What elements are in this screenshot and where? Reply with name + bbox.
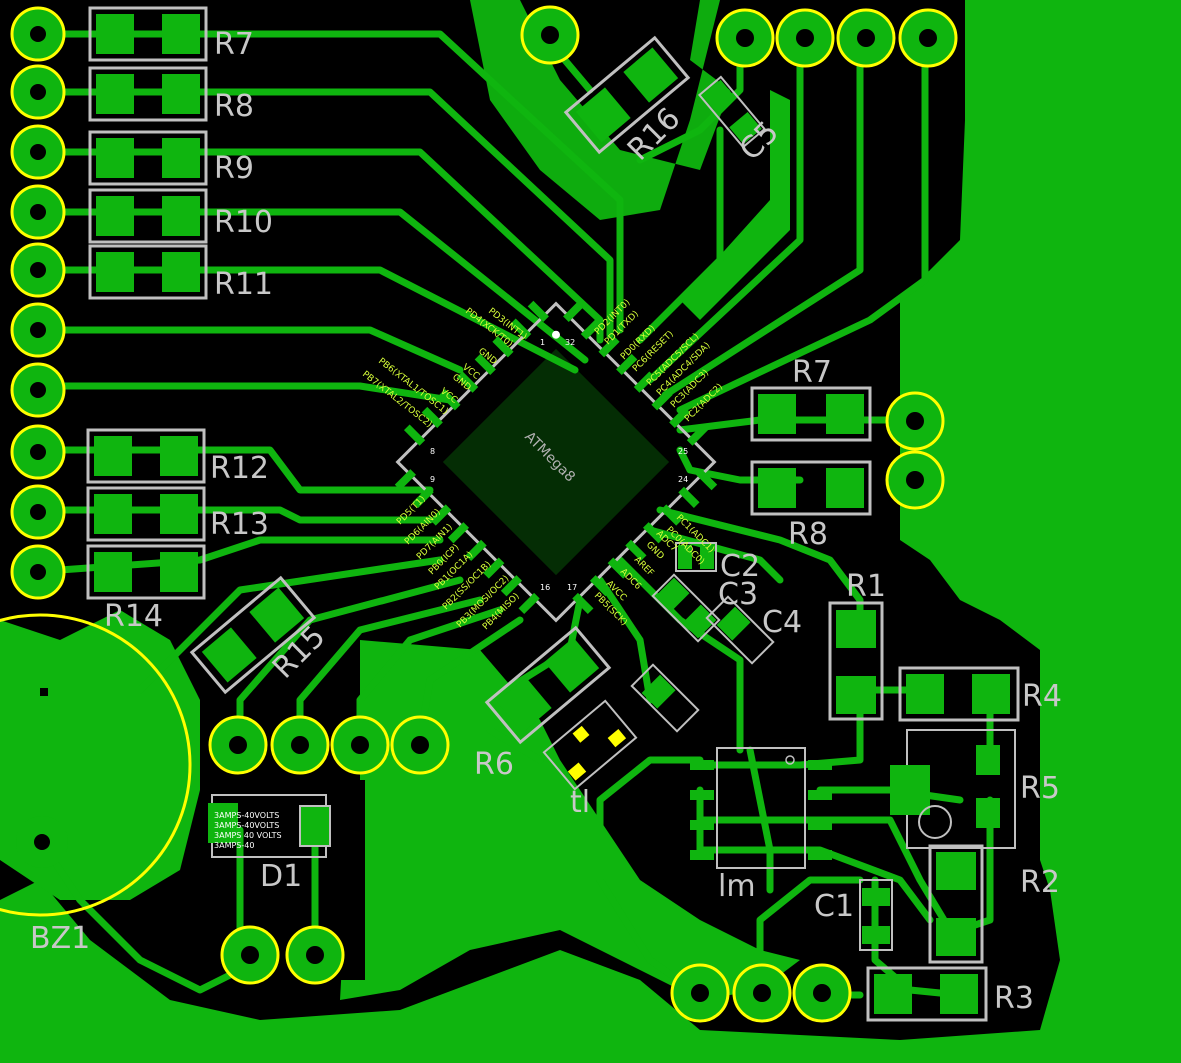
- label-r12: R12: [210, 451, 269, 486]
- capacitor-near-lm: [630, 663, 700, 733]
- capacitor-c5: [698, 75, 766, 149]
- resistor-r7-right: [750, 386, 872, 442]
- label-tl: tl: [570, 785, 590, 820]
- capacitor-c4: [705, 595, 775, 665]
- traces: [36, 30, 994, 999]
- label-r1: R1: [846, 569, 886, 604]
- label-c3: C3: [718, 577, 758, 612]
- resistor-r8-left: [88, 66, 208, 122]
- resistor-r3: [866, 966, 988, 1022]
- label-r8-left: R8: [214, 89, 254, 124]
- label-c2: C2: [720, 549, 760, 584]
- resistor-r12: [86, 428, 206, 484]
- label-c4: C4: [762, 605, 802, 640]
- label-lm: lm: [718, 869, 756, 904]
- resistor-r10: [88, 188, 208, 244]
- capacitor-c1: [859, 879, 893, 951]
- label-r9: R9: [214, 151, 254, 186]
- potentiometer-r5: [890, 729, 1016, 849]
- resistor-r7-left: [88, 6, 208, 62]
- label-r7-left: R7: [214, 27, 254, 62]
- ic-pin-numbers: 1 32 25 24 17 16 9 8: [430, 338, 688, 592]
- label-c1: C1: [814, 889, 854, 924]
- resistor-r15: [189, 575, 317, 695]
- resistor-r4: [898, 666, 1020, 722]
- resistor-r11: [88, 244, 208, 300]
- pin-number: 32: [565, 338, 575, 347]
- transistor-tl: [542, 699, 638, 791]
- label-r11: R11: [214, 267, 273, 302]
- label-r10: R10: [214, 205, 273, 240]
- label-r4: R4: [1022, 679, 1062, 714]
- resistor-r6: [484, 625, 612, 745]
- buzzer-bz1: [0, 613, 192, 917]
- label-r13: R13: [210, 507, 269, 542]
- resistor-r9: [88, 130, 208, 186]
- label-r14: R14: [104, 599, 163, 634]
- d1-silk-line: 3AMPS-40VOLTS: [214, 821, 279, 830]
- resistor-r2: [928, 844, 984, 964]
- label-r2: R2: [1020, 865, 1060, 900]
- label-r8-right: R8: [788, 517, 828, 552]
- pin-number: 8: [430, 447, 435, 456]
- resistor-r16: [563, 35, 691, 155]
- label-r5: R5: [1020, 771, 1060, 806]
- capacitor-c2: [675, 542, 717, 572]
- pin-number: 17: [567, 583, 577, 592]
- d1-silk-line: 3AMPS-40: [214, 841, 254, 850]
- label-r3: R3: [994, 981, 1034, 1016]
- d1-silk-line: 3AMPS 40 VOLTS: [214, 831, 282, 840]
- pin-number: 16: [540, 583, 550, 592]
- pin-number: 25: [678, 447, 688, 456]
- capacitor-c3: [651, 573, 721, 643]
- label-r6: R6: [474, 747, 514, 782]
- pin-number: 1: [540, 338, 545, 347]
- ic-atmega8: ATMega8: [394, 300, 718, 623]
- label-r7-right: R7: [792, 355, 832, 390]
- ic-lm: [690, 747, 832, 869]
- resistor-r1: [828, 601, 884, 721]
- pin-number: 24: [678, 475, 688, 484]
- label-d1: D1: [260, 859, 302, 894]
- diode-d1: 3AMPS-40VOLTS 3AMPS-40VOLTS 3AMPS 40 VOL…: [208, 794, 331, 858]
- left-resistors: [86, 6, 208, 600]
- top-header: [520, 5, 958, 68]
- label-bz1: BZ1: [30, 921, 90, 956]
- resistor-r8-right: [750, 460, 872, 516]
- resistor-r13: [86, 486, 206, 542]
- resistor-r14: [86, 544, 206, 600]
- pin-number: 9: [430, 475, 435, 484]
- d1-silk-line: 3AMPS-40VOLTS: [214, 811, 279, 820]
